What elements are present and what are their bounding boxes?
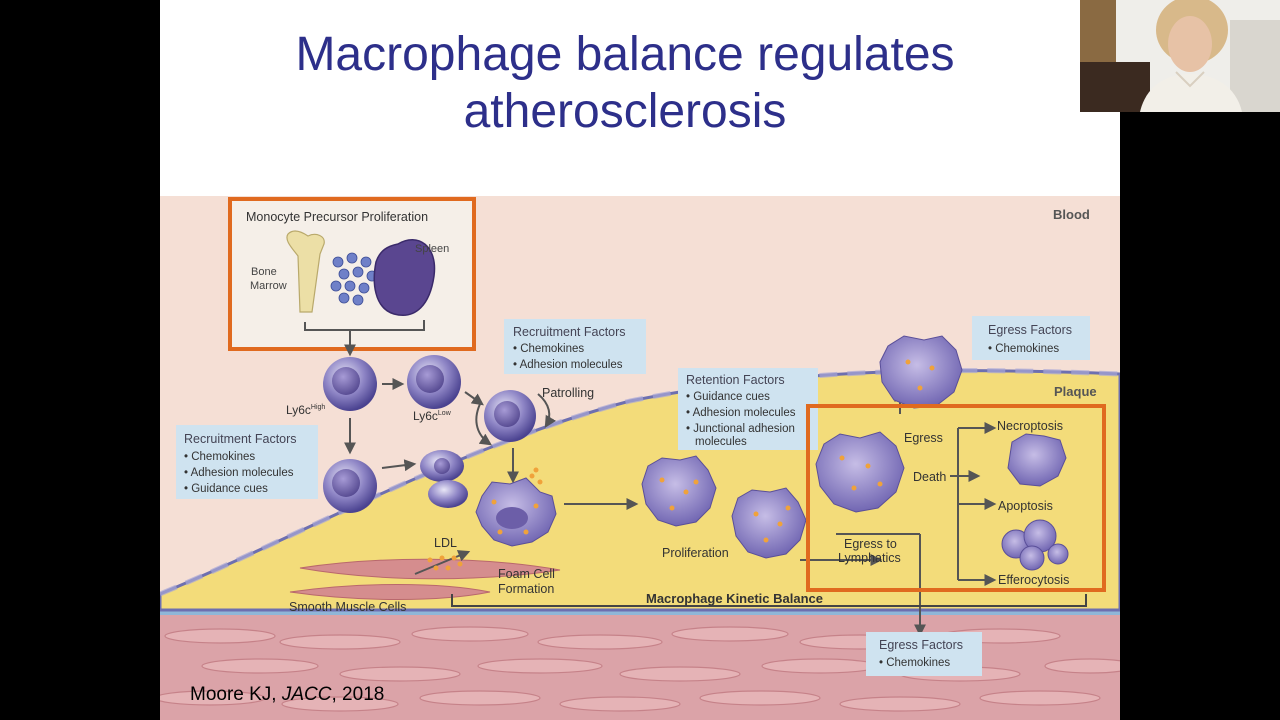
retention-factors-item-1: • Guidance cues xyxy=(686,391,770,403)
monocyte-ly6c-high xyxy=(323,357,377,411)
monocyte-patrolling xyxy=(484,390,536,442)
internal-elastic-lamina xyxy=(160,610,1120,615)
slide-title-line-2: atherosclerosis xyxy=(463,85,787,138)
egress-to-lymphatics-line1: Egress to xyxy=(844,537,897,551)
recruitment-factors-left-item-2: • Adhesion molecules xyxy=(184,467,294,479)
kinetic-balance-bracket xyxy=(451,594,1087,607)
blood-label: Blood xyxy=(1053,207,1090,222)
presenter-webcam-thumbnail xyxy=(1080,0,1280,112)
pathway-arrows xyxy=(344,344,997,637)
presentation-slide: Macrophage balance regulates atheroscler… xyxy=(160,0,1120,720)
ldl-label: LDL xyxy=(434,536,457,550)
bone-icon xyxy=(286,230,325,313)
egress-factors-bottom-title: Egress Factors xyxy=(879,638,963,652)
egress-factors-bottom-item: • Chemokines xyxy=(879,657,950,669)
recruitment-factors-top-title: Recruitment Factors xyxy=(513,325,626,339)
ly6c-high-label: Ly6cHigh xyxy=(286,403,325,417)
egressing-macrophage xyxy=(879,335,963,409)
necroptosis-label: Necroptosis xyxy=(997,419,1063,433)
citation: Moore KJ, JACC, 2018 xyxy=(190,684,384,706)
egress-factors-box-top: Egress Factors • Chemokines xyxy=(972,316,1090,360)
recruitment-factors-left-item-3: • Guidance cues xyxy=(184,483,268,495)
citation-year: , 2018 xyxy=(331,684,385,705)
smooth-muscle-cells-illustration xyxy=(289,558,561,600)
monocyte-transmigrating xyxy=(420,450,468,508)
egress-to-lymphatics-line2: Lymphatics xyxy=(838,551,901,565)
egress-factors-top-item: • Chemokines xyxy=(988,343,1059,355)
proliferation-label: Proliferation xyxy=(662,546,729,560)
ldl-particles xyxy=(427,555,463,571)
monocyte-ly6c-low xyxy=(407,355,461,409)
precursor-cells-illustration xyxy=(330,252,378,306)
recruitment-factors-box-left: Recruitment Factors • Chemokines • Adhes… xyxy=(176,425,318,499)
kinetic-balance-label: Macrophage Kinetic Balance xyxy=(646,591,823,606)
plaque-macrophage xyxy=(815,431,905,513)
recruitment-factors-top-item-1: • Chemokines xyxy=(513,343,584,355)
ly6c-low-label: Ly6cLow xyxy=(413,409,452,423)
foam-cell-label-line2: Formation xyxy=(498,582,554,596)
apoptosis-label: Apoptosis xyxy=(998,499,1053,513)
slide-title: Macrophage balance regulates atheroscler… xyxy=(160,26,1090,140)
macrophage-fate-box xyxy=(806,404,1106,592)
recruitment-factors-left-item-1: • Chemokines xyxy=(184,451,255,463)
egress-factors-top-title: Egress Factors xyxy=(988,323,1072,337)
retention-factors-item-4: molecules xyxy=(695,436,747,448)
monocyte-blood xyxy=(323,459,377,513)
citation-journal: JACC xyxy=(281,684,332,705)
death-label: Death xyxy=(913,470,946,484)
citation-author: Moore KJ, xyxy=(190,684,282,705)
proliferating-macrophages xyxy=(641,455,807,559)
recruitment-factors-top-item-2: • Adhesion molecules xyxy=(513,359,623,371)
presenter-video-frame xyxy=(1080,0,1280,112)
efferocytosis-label: Efferocytosis xyxy=(998,573,1069,587)
plaque-label: Plaque xyxy=(1054,384,1097,399)
spleen-icon xyxy=(373,238,436,316)
marrow-label: Marrow xyxy=(250,280,287,292)
retention-factors-item-3: • Junctional adhesion xyxy=(686,423,795,435)
patrol-arrow-right xyxy=(537,393,557,429)
slide-title-line-1: Macrophage balance regulates xyxy=(295,28,955,81)
patrol-arrow-left xyxy=(475,403,492,446)
recruitment-factors-box-top: Recruitment Factors • Chemokines • Adhes… xyxy=(504,319,646,374)
branch-lines xyxy=(836,428,959,580)
precursor-title: Monocyte Precursor Proliferation xyxy=(246,210,428,224)
necroptosis-cell xyxy=(1007,433,1067,487)
foam-cell-label-line1: Foam Cell xyxy=(498,567,555,581)
retention-factors-title: Retention Factors xyxy=(686,373,785,387)
patrolling-label: Patrolling xyxy=(542,386,594,400)
egress-label: Egress xyxy=(904,431,943,445)
smooth-muscle-cells-label: Smooth Muscle Cells xyxy=(289,600,406,614)
macrophage-balance-figure: Monocyte Precursor Proliferation Bone Ma… xyxy=(160,196,1120,720)
spleen-label: Spleen xyxy=(415,243,449,255)
recruitment-factors-left-title: Recruitment Factors xyxy=(184,432,297,446)
apoptosis-cell xyxy=(1001,519,1069,571)
retention-factors-box: Retention Factors • Guidance cues • Adhe… xyxy=(678,368,818,450)
foam-cell xyxy=(475,467,557,547)
retention-factors-item-2: • Adhesion molecules xyxy=(686,407,796,419)
egress-factors-box-bottom: Egress Factors • Chemokines xyxy=(866,632,982,676)
bone-label: Bone xyxy=(251,266,277,278)
